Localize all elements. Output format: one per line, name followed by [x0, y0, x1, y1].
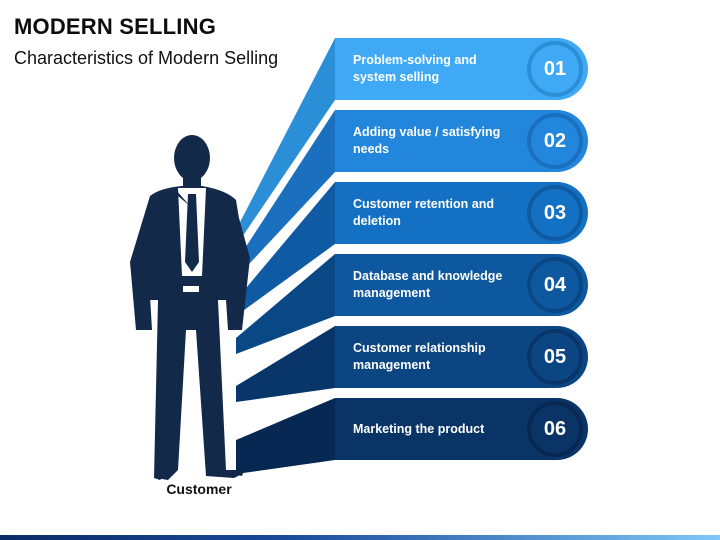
- item-label: Customer relationship management: [353, 341, 486, 372]
- item-label: Database and knowledge management: [353, 269, 503, 300]
- item-number: 01: [543, 57, 567, 80]
- figure-caption: Customer: [166, 481, 232, 497]
- item-number: 06: [543, 417, 567, 440]
- item-number: 04: [543, 273, 567, 296]
- number-badge-ring: [527, 185, 583, 241]
- item-bar: [335, 254, 588, 316]
- item-label: Problem-solving and system selling: [353, 53, 477, 84]
- item-bar: [335, 38, 588, 100]
- item-bar: [335, 182, 588, 244]
- connector-ray: [236, 398, 335, 474]
- connector-rays: [236, 38, 335, 474]
- item-bar: [335, 110, 588, 172]
- connector-ray: [236, 38, 335, 246]
- number-badge-ring: [527, 113, 583, 169]
- item-label: Adding value / satisfying needs: [353, 125, 501, 156]
- businessman-silhouette-icon: [130, 135, 250, 480]
- connector-ray: [236, 110, 335, 278]
- item-bars: [335, 38, 588, 460]
- number-badge-ring: [527, 401, 583, 457]
- number-badge-ring: [527, 329, 583, 385]
- number-badge-ring: [527, 257, 583, 313]
- item-label: Customer retention and deletion: [353, 197, 494, 228]
- item-bar: [335, 398, 588, 460]
- item-bar: [335, 326, 588, 388]
- item-number: 02: [543, 129, 567, 152]
- page-title: MODERN SELLING: [14, 14, 217, 39]
- item-number: 03: [543, 201, 567, 224]
- footer-bar: [0, 535, 720, 540]
- number-badge-ring: [527, 41, 583, 97]
- item-number: 05: [543, 345, 567, 368]
- connector-ray: [236, 326, 335, 402]
- connector-ray: [236, 254, 335, 354]
- item-label: Marketing the product: [353, 421, 485, 436]
- connector-ray: [236, 182, 335, 316]
- page-subtitle: Characteristics of Modern Selling: [14, 48, 279, 68]
